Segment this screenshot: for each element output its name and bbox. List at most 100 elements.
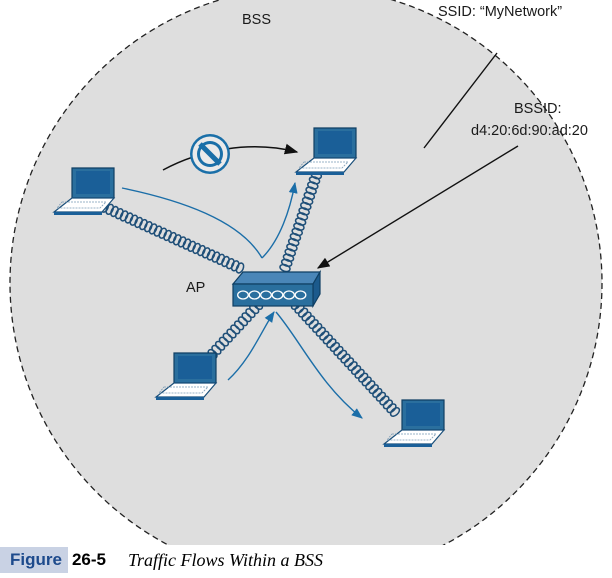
figure-title: Traffic Flows Within a BSS <box>127 549 324 570</box>
wireless-signal-coil <box>284 248 296 257</box>
wireless-signal-coil <box>168 231 177 244</box>
wireless-signal-coil <box>110 205 119 218</box>
wireless-signal-coil <box>282 253 295 262</box>
wireless-signal-coil <box>303 191 316 201</box>
wireless-signal-coil <box>301 311 312 322</box>
wireless-signal-coil <box>347 361 358 372</box>
bss-diagram: BSS SSID: “MyNetwork” BSSID: d4:20:6d:90… <box>9 0 603 545</box>
wireless-signal-coil <box>291 227 303 237</box>
wireless-signal-coil <box>372 387 383 398</box>
ap-ring <box>294 290 307 300</box>
wireless-signal-coil <box>361 376 372 387</box>
wireless-signal-coil <box>354 368 365 379</box>
wireless-signal-coil <box>153 225 163 237</box>
wireless-signal-coil <box>379 395 390 406</box>
wireless-signal-coil <box>221 255 230 268</box>
wireless-signal-coil <box>375 391 387 402</box>
wireless-signal-coil <box>139 218 148 231</box>
bss-label: BSS <box>242 12 271 28</box>
wireless-signal-coil <box>218 336 230 347</box>
laptop-icon <box>382 399 446 447</box>
bssid-pointer-line <box>316 145 519 269</box>
wireless-signal-coil <box>143 221 153 233</box>
wireless-signal-coil <box>235 262 245 274</box>
wireless-signal-coil <box>301 196 314 206</box>
wireless-signal-coil <box>297 307 309 318</box>
ap-ring <box>237 290 249 300</box>
wireless-signal-coil <box>105 203 115 215</box>
wireless-signal-coil <box>158 227 168 239</box>
bssid-label: BSSID: <box>514 101 562 117</box>
wireless-signal-coil <box>358 372 369 383</box>
wireless-signal-coil <box>187 240 197 252</box>
wireless-signal-coil <box>382 399 394 410</box>
wireless-links <box>95 165 401 417</box>
wireless-signal-coil <box>340 353 351 364</box>
wireless-signal-coil <box>114 208 124 220</box>
prohibited-icon <box>190 134 230 174</box>
wireless-signal-coil <box>304 315 316 326</box>
wireless-signal-coil <box>119 210 129 222</box>
wireless-signal-coil <box>343 357 355 368</box>
wireless-signal-coil <box>222 332 233 343</box>
wireless-signal-coil <box>226 328 237 339</box>
wireless-signal-coil <box>386 403 397 414</box>
wireless-signal-coil <box>368 384 379 395</box>
wireless-signal-coil <box>230 260 240 272</box>
ap-ring <box>260 290 272 300</box>
flow-arrow-ap-to-top-laptop <box>261 181 298 259</box>
wireless-signal-coil <box>389 407 401 417</box>
ssid-label: SSID: “MyNetwork” <box>438 4 562 20</box>
figure-caption: Figure 26-5 Traffic Flows Within a BSS <box>0 547 612 573</box>
laptop-icon <box>52 167 116 215</box>
wireless-signal-coil <box>279 263 291 273</box>
wireless-signal-coil <box>287 237 300 247</box>
laptop-icon <box>154 352 218 400</box>
ap-label: AP <box>186 280 205 296</box>
ap-ring <box>271 290 284 300</box>
wireless-signal-coil <box>241 312 252 323</box>
wireless-signal-coil <box>163 229 172 242</box>
figure-number: 26-5 <box>71 550 106 569</box>
ssid-pointer-line <box>423 52 498 149</box>
wireless-signal-coil <box>365 380 376 391</box>
wireless-signal-coil <box>177 236 187 248</box>
wireless-signal-coil <box>308 176 321 185</box>
wireless-signal-coil <box>148 223 158 235</box>
wireless-signal-coil <box>192 242 201 255</box>
wireless-signal-coil <box>197 244 206 257</box>
wireless-signal-coil <box>201 247 211 259</box>
bssid-value: d4:20:6d:90:ad:20 <box>471 123 588 139</box>
wireless-signal-coil <box>329 342 341 352</box>
figure-tag: Figure <box>0 547 68 573</box>
wireless-signal-coil <box>182 238 192 250</box>
wireless-signal-coil <box>211 344 222 355</box>
wireless-signal-coil <box>134 216 143 229</box>
wireless-signal-coil <box>300 201 312 211</box>
wireless-signal-coil <box>350 365 362 375</box>
wireless-signal-coil <box>308 319 319 330</box>
ap-ring <box>248 290 261 300</box>
wireless-signal-coil <box>214 340 226 351</box>
wireless-signal-coil <box>211 251 221 263</box>
wireless-signal-coil <box>230 324 241 335</box>
wireless-signal-coil <box>233 320 245 331</box>
wireless-signal-coil <box>294 217 307 226</box>
figure-word: Figure <box>10 550 62 569</box>
wireless-signal-coil <box>305 186 317 195</box>
flow-arrow-to-ap <box>121 187 263 259</box>
wireless-signal-coil <box>296 212 309 221</box>
wireless-signal-coil <box>237 316 249 327</box>
ap-ring <box>283 290 295 300</box>
wireless-signal-coil <box>286 243 298 252</box>
wireless-signal-coil <box>312 322 323 333</box>
laptop-icon <box>294 127 358 175</box>
wireless-signal-coil <box>336 349 348 360</box>
wireless-signal-coil <box>280 258 293 268</box>
wireless-signal-coil <box>293 222 305 231</box>
wireless-signal-coil <box>172 234 182 246</box>
wireless-signal-coil <box>326 338 337 349</box>
wireless-signal-coil <box>315 326 326 337</box>
access-point-icon <box>231 269 322 309</box>
wireless-signal-coil <box>216 253 226 265</box>
